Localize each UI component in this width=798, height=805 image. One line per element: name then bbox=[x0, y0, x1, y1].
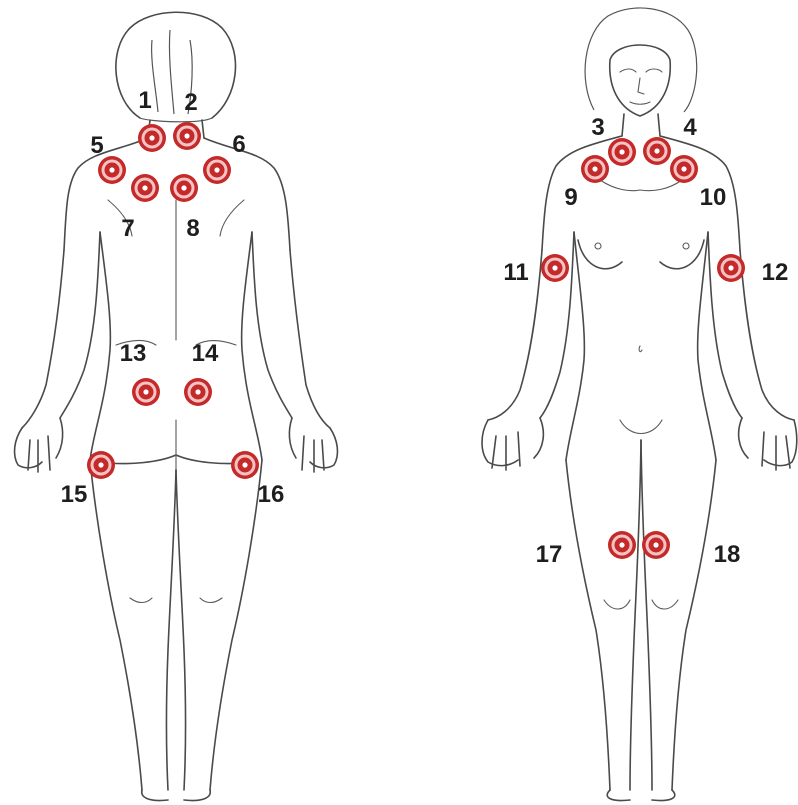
marker-center-dot bbox=[184, 133, 189, 138]
tender-point-marker-10 bbox=[670, 155, 698, 183]
tender-point-label-1: 1 bbox=[138, 87, 151, 114]
tender-point-label-17: 17 bbox=[536, 541, 563, 568]
marker-center-dot bbox=[242, 462, 247, 467]
tender-point-label-7: 7 bbox=[121, 215, 134, 242]
tender-point-marker-18 bbox=[642, 531, 670, 559]
tender-point-marker-3 bbox=[608, 138, 636, 166]
tender-point-marker-11 bbox=[541, 254, 569, 282]
marker-center-dot bbox=[149, 135, 154, 140]
tender-point-label-4: 4 bbox=[683, 114, 697, 141]
tender-point-label-15: 15 bbox=[61, 481, 88, 508]
marker-center-dot bbox=[653, 542, 658, 547]
marker-center-dot bbox=[143, 389, 148, 394]
marker-center-dot bbox=[592, 166, 597, 171]
tender-point-label-13: 13 bbox=[120, 340, 147, 367]
tender-point-label-14: 14 bbox=[192, 340, 219, 367]
marker-center-dot bbox=[681, 166, 686, 171]
tender-point-label-11: 11 bbox=[503, 259, 528, 286]
tender-point-marker-1 bbox=[138, 124, 166, 152]
front-view-figure bbox=[482, 8, 797, 801]
tender-point-marker-7 bbox=[131, 174, 159, 202]
tender-point-marker-13 bbox=[132, 378, 160, 406]
tender-point-label-3: 3 bbox=[591, 114, 604, 141]
tender-point-marker-5 bbox=[98, 156, 126, 184]
marker-center-dot bbox=[214, 167, 219, 172]
tender-point-label-18: 18 bbox=[714, 541, 741, 568]
marker-center-dot bbox=[619, 542, 624, 547]
marker-center-dot bbox=[195, 389, 200, 394]
tender-point-label-9: 9 bbox=[564, 184, 577, 211]
marker-center-dot bbox=[654, 148, 659, 153]
marker-center-dot bbox=[181, 185, 186, 190]
tender-point-label-6: 6 bbox=[232, 131, 245, 158]
tender-point-markers bbox=[87, 122, 745, 559]
marker-center-dot bbox=[142, 185, 147, 190]
tender-point-marker-14 bbox=[184, 378, 212, 406]
tender-point-marker-12 bbox=[717, 254, 745, 282]
tender-point-marker-4 bbox=[643, 137, 671, 165]
marker-center-dot bbox=[109, 167, 114, 172]
marker-center-dot bbox=[98, 462, 103, 467]
tender-point-label-5: 5 bbox=[90, 132, 103, 159]
tender-point-marker-17 bbox=[608, 531, 636, 559]
tender-point-label-10: 10 bbox=[700, 184, 727, 211]
tender-point-marker-15 bbox=[87, 451, 115, 479]
tender-point-label-8: 8 bbox=[186, 215, 199, 242]
marker-center-dot bbox=[619, 149, 624, 154]
tender-point-marker-9 bbox=[581, 155, 609, 183]
tender-point-marker-6 bbox=[203, 156, 231, 184]
tender-point-marker-2 bbox=[173, 122, 201, 150]
tender-point-label-2: 2 bbox=[184, 89, 197, 116]
marker-center-dot bbox=[728, 265, 733, 270]
tender-point-label-12: 12 bbox=[762, 259, 789, 286]
tender-point-marker-16 bbox=[231, 451, 259, 479]
tender-point-label-16: 16 bbox=[258, 481, 285, 508]
marker-center-dot bbox=[552, 265, 557, 270]
tender-point-marker-8 bbox=[170, 174, 198, 202]
